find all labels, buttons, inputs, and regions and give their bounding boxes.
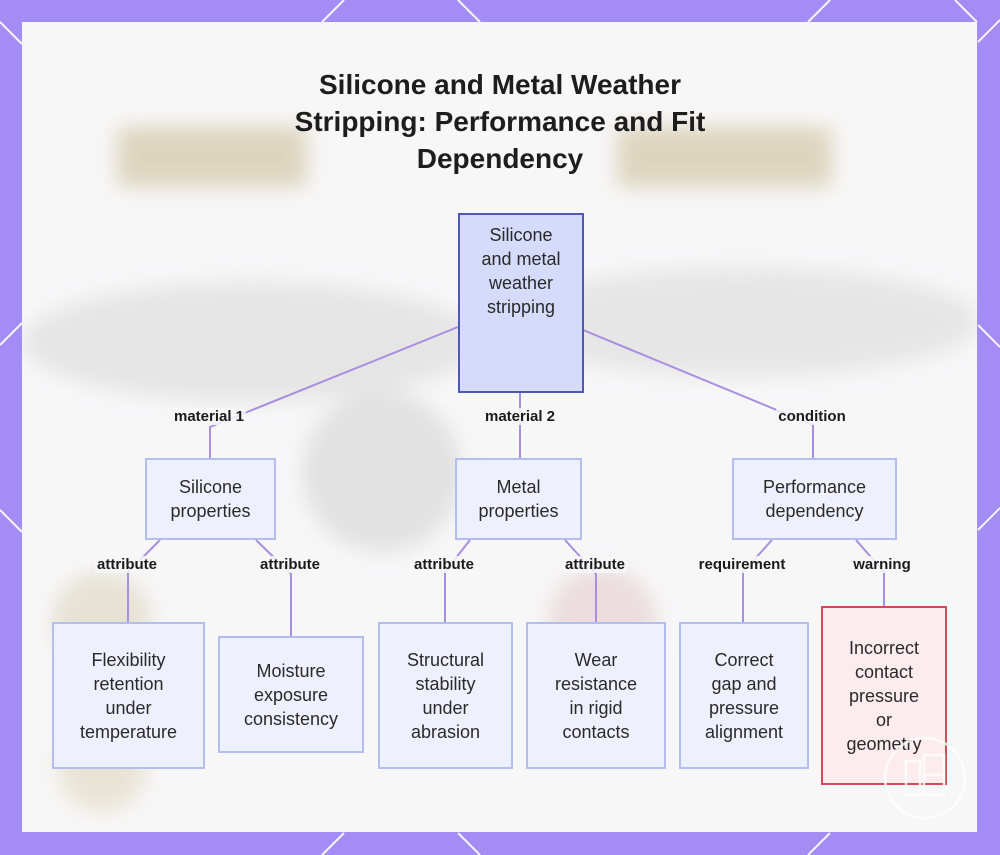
node-metal-properties: Metal properties [455, 458, 582, 540]
node-flexibility-retention: Flexibility retention under temperature [52, 622, 205, 769]
edge-performance-incorrect [855, 539, 885, 606]
node-silicone-properties: Silicone properties [145, 458, 276, 540]
edge-label-material-2: material 2 [482, 408, 558, 425]
node-structural-stability: Structural stability under abrasion [378, 622, 513, 769]
edge-label-attribute: attribute [258, 556, 322, 573]
edge-label-attribute: attribute [412, 556, 476, 573]
edge-label-attribute: attribute [563, 556, 627, 573]
edge-root-performance [582, 329, 814, 458]
node-moisture-exposure: Moisture exposure consistency [218, 636, 364, 753]
edge-label-condition: condition [776, 408, 848, 425]
edge-performance-gap [742, 539, 773, 622]
edge-silicone-flex [127, 539, 161, 622]
node-correct-gap: Correct gap and pressure alignment [679, 622, 809, 769]
edge-label-requirement: requirement [696, 556, 788, 573]
edge-label-material-1: material 1 [171, 408, 247, 425]
diagram-title: Silicone and Metal Weather Stripping: Pe… [294, 69, 706, 174]
edge-label-attribute: attribute [95, 556, 159, 573]
node-root: Silicone and metal weather stripping [458, 213, 584, 393]
edge-metal-wear [564, 539, 597, 622]
edge-root-silicone [209, 326, 459, 458]
edge-label-warning: warning [851, 556, 913, 573]
node-performance-dependency: Performance dependency [732, 458, 897, 540]
node-wear-resistance: Wear resistance in rigid contacts [526, 622, 666, 769]
brand-logo-icon [883, 736, 967, 820]
edge-silicone-moisture [255, 539, 292, 636]
edge-metal-structural [444, 539, 471, 622]
